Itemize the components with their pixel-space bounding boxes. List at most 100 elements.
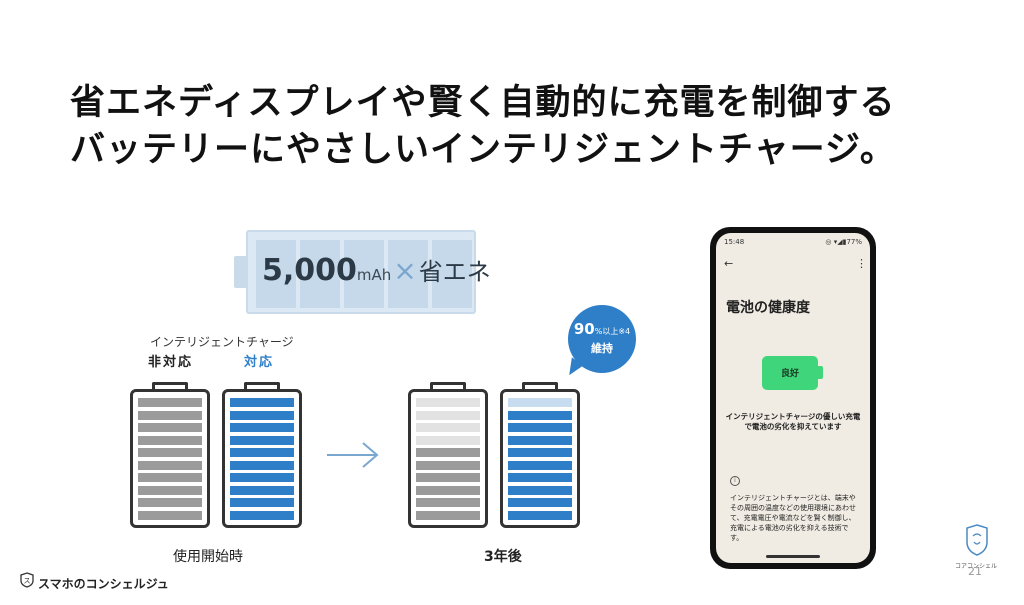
battery-3y-supported: [500, 382, 580, 528]
health-battery-icon: [762, 356, 818, 390]
bubble-note: ※4: [618, 327, 631, 336]
battery-bar: [508, 473, 572, 482]
battery-bar: [508, 498, 572, 507]
battery-cap: [152, 382, 188, 390]
battery-bar: [230, 510, 294, 520]
battery-cap: [244, 382, 280, 390]
retention-bubble: 90%以上※4 維持: [568, 305, 636, 373]
battery-bar: [416, 410, 480, 420]
battery-status-label: 良好: [780, 369, 799, 379]
intelligent-charge-explanation: インテリジェントチャージとは、端末やその周囲の温度などの使用環境にあわせて、充電…: [730, 494, 856, 542]
battery-cap: [522, 382, 558, 390]
battery-bar: [138, 398, 202, 407]
page-number: 21: [968, 565, 982, 578]
battery-bar: [416, 485, 480, 495]
bubble-percentage: 90%以上※4: [568, 321, 636, 340]
info-icon: i: [730, 476, 740, 486]
capacity-cell: [256, 240, 296, 308]
battery-bar: [230, 423, 294, 432]
battery-bar: [230, 460, 294, 470]
battery-bar: [416, 435, 480, 445]
gesture-nav-bar[interactable]: [766, 555, 820, 558]
battery-bar: [416, 473, 480, 482]
headline-line-1: 省エネディスプレイや賢く自動的に充電を制御する: [70, 83, 896, 123]
battery-health-title: 電池の健康度: [726, 300, 810, 316]
battery-shell: [130, 389, 210, 528]
battery-bar: [230, 410, 294, 420]
feature-label: インテリジェントチャージ: [150, 335, 294, 349]
battery-bar: [508, 448, 572, 457]
battery-bar: [230, 435, 294, 445]
battery-bar: [416, 398, 480, 407]
battery-bar: [138, 448, 202, 457]
capacity-value: 5,000: [262, 253, 357, 288]
capacity-battery-terminal: [234, 256, 246, 288]
battery-bar: [138, 435, 202, 445]
start-caption: 使用開始時: [173, 549, 243, 565]
phone-screen: 15:48 ◎ ▾◢▮77% ← ⋮ 電池の健康度 良好 インテリジェントチャー…: [716, 233, 870, 563]
status-bar: 15:48 ◎ ▾◢▮77%: [724, 238, 862, 246]
battery-bar: [138, 485, 202, 495]
battery-bar: [138, 423, 202, 432]
arrow-right-icon: [327, 442, 379, 468]
battery-shell: [222, 389, 302, 528]
battery-bar: [508, 423, 572, 432]
phone-mockup: 15:48 ◎ ▾◢▮77% ← ⋮ 電池の健康度 良好 インテリジェントチャー…: [710, 227, 876, 569]
capacity-label: 5,000mAh×省エネ: [262, 252, 491, 288]
page-headline: 省エネディスプレイや賢く自動的に充電を制御する バッテリーにやさしいインテリジェ…: [70, 80, 970, 174]
not-supported-label: 非対応: [148, 355, 194, 370]
battery-bar: [508, 485, 572, 495]
battery-bar: [416, 423, 480, 432]
shield-logo-icon: ス: [20, 572, 34, 588]
battery-bar: [416, 448, 480, 457]
battery-bar: [508, 460, 572, 470]
corner-logo-text: コアコンシェル: [955, 563, 998, 570]
supported-label: 対応: [244, 355, 275, 370]
bubble-pct-suffix: %以上: [594, 327, 619, 336]
battery-bar: [508, 435, 572, 445]
battery-shell: [500, 389, 580, 528]
back-arrow-icon[interactable]: ←: [724, 257, 734, 270]
battery-bar: [138, 473, 202, 482]
battery-bar: [230, 398, 294, 407]
battery-bar: [138, 460, 202, 470]
bubble-pct-value: 90: [573, 320, 595, 338]
bubble-keep: 維持: [591, 342, 613, 355]
headline-line-2: バッテリーにやさしいインテリジェントチャージ。: [70, 130, 896, 170]
battery-bar: [416, 460, 480, 470]
battery-bar: [416, 498, 480, 507]
battery-bar: [230, 498, 294, 507]
capacity-cell: [388, 240, 428, 308]
battery-bar: [230, 485, 294, 495]
battery-bar: [508, 510, 572, 520]
battery-bar: [230, 473, 294, 482]
battery-3y-not-supported: [408, 382, 488, 528]
brand-logo-text: スマホのコンシェルジュ: [38, 577, 169, 591]
after-caption: 3年後: [484, 549, 522, 565]
battery-bar: [138, 498, 202, 507]
health-battery-terminal: [818, 366, 823, 379]
battery-bar: [230, 448, 294, 457]
battery-bar: [508, 398, 572, 407]
battery-bar: [508, 410, 572, 420]
capacity-battery-graphic: [234, 230, 482, 314]
capacity-cell: [432, 240, 472, 308]
battery-bar: [138, 410, 202, 420]
eco-label: 省エネ: [418, 258, 491, 286]
capacity-cell: [344, 240, 384, 308]
battery-bar: [138, 510, 202, 520]
svg-text:ス: ス: [24, 577, 31, 585]
capacity-unit: mAh: [356, 266, 392, 284]
battery-shell: [408, 389, 488, 528]
status-time: 15:48: [724, 238, 745, 246]
battery-start-not-supported: [130, 382, 210, 528]
battery-start-supported: [222, 382, 302, 528]
more-vert-icon[interactable]: ⋮: [856, 257, 867, 270]
capacity-cell: [300, 240, 340, 308]
times-symbol: ×: [393, 254, 417, 287]
concierge-logo-icon: [966, 524, 988, 556]
battery-bar: [416, 510, 480, 520]
battery-cap: [430, 382, 466, 390]
capacity-battery-body: [246, 230, 476, 314]
battery-description: インテリジェントチャージの優しい充電で電池の劣化を抑えています: [725, 412, 861, 431]
